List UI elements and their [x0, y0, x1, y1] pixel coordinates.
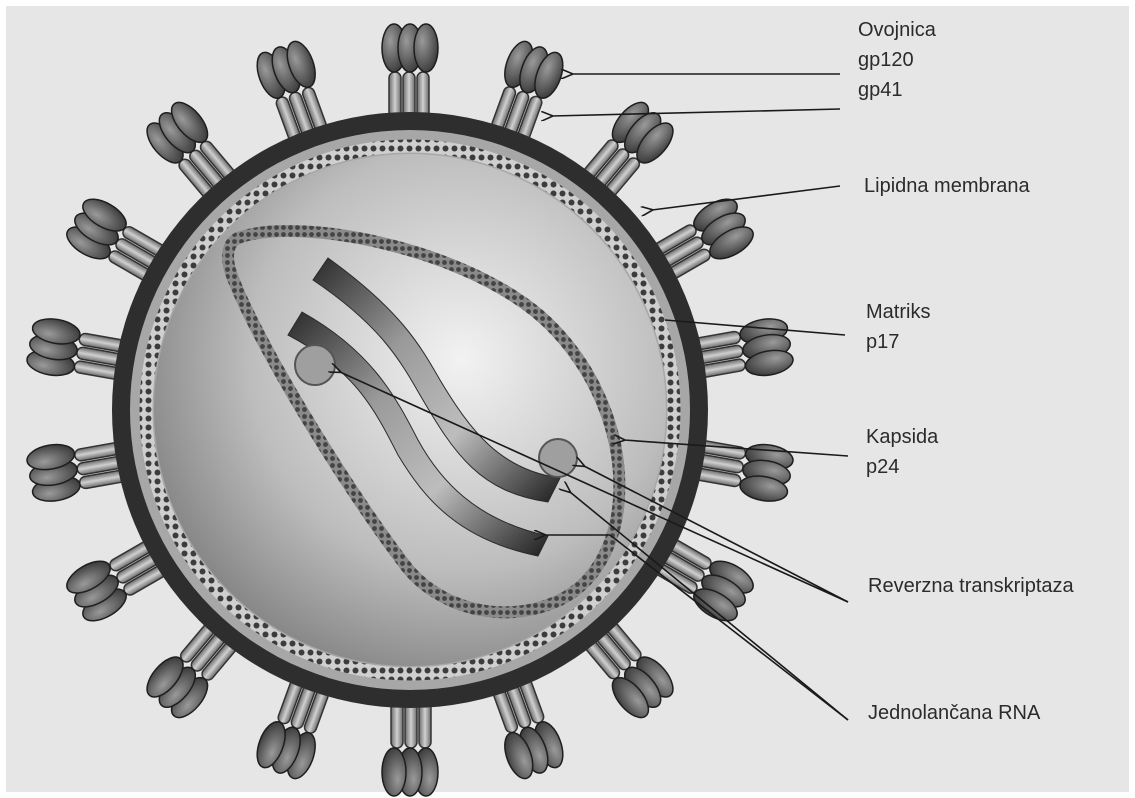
label-matrix: Matriks — [866, 297, 930, 327]
label-capsid: Kapsida — [866, 422, 938, 452]
label-group-matrix: Matriks p17 — [866, 297, 930, 357]
gp120-lobe — [382, 748, 406, 796]
gp120-lobe — [414, 24, 438, 72]
label-envelope: Ovojnica — [858, 15, 936, 45]
label-reverse-transcriptase-text: Reverzna transkriptaza — [868, 571, 1074, 601]
virion-interior — [154, 154, 666, 666]
gp41-segment — [405, 702, 417, 748]
label-p17: p17 — [866, 327, 930, 357]
label-reverse-transcriptase: Reverzna transkriptaza — [868, 571, 1074, 601]
label-p24: p24 — [866, 452, 938, 482]
label-rna: Jednolančana RNA — [868, 698, 1040, 728]
glycoprotein-spike — [382, 24, 438, 118]
label-gp41: gp41 — [858, 75, 936, 105]
gp41-segment — [419, 702, 431, 748]
gp41-segment — [391, 702, 403, 748]
label-group-envelope: Ovojnica gp120 gp41 — [858, 15, 936, 105]
reverse-transcriptase-1 — [295, 345, 335, 385]
label-group-capsid: Kapsida p24 — [866, 422, 938, 482]
label-rna-text: Jednolančana RNA — [868, 698, 1040, 728]
gp41-segment — [403, 72, 415, 118]
label-lipid-membrane: Lipidna membrana — [864, 171, 1030, 201]
label-gp120: gp120 — [858, 45, 936, 75]
gp41-segment — [389, 72, 401, 118]
label-lipid-membrane-text: Lipidna membrana — [864, 171, 1030, 201]
glycoprotein-spike — [382, 702, 438, 796]
gp41-segment — [417, 72, 429, 118]
